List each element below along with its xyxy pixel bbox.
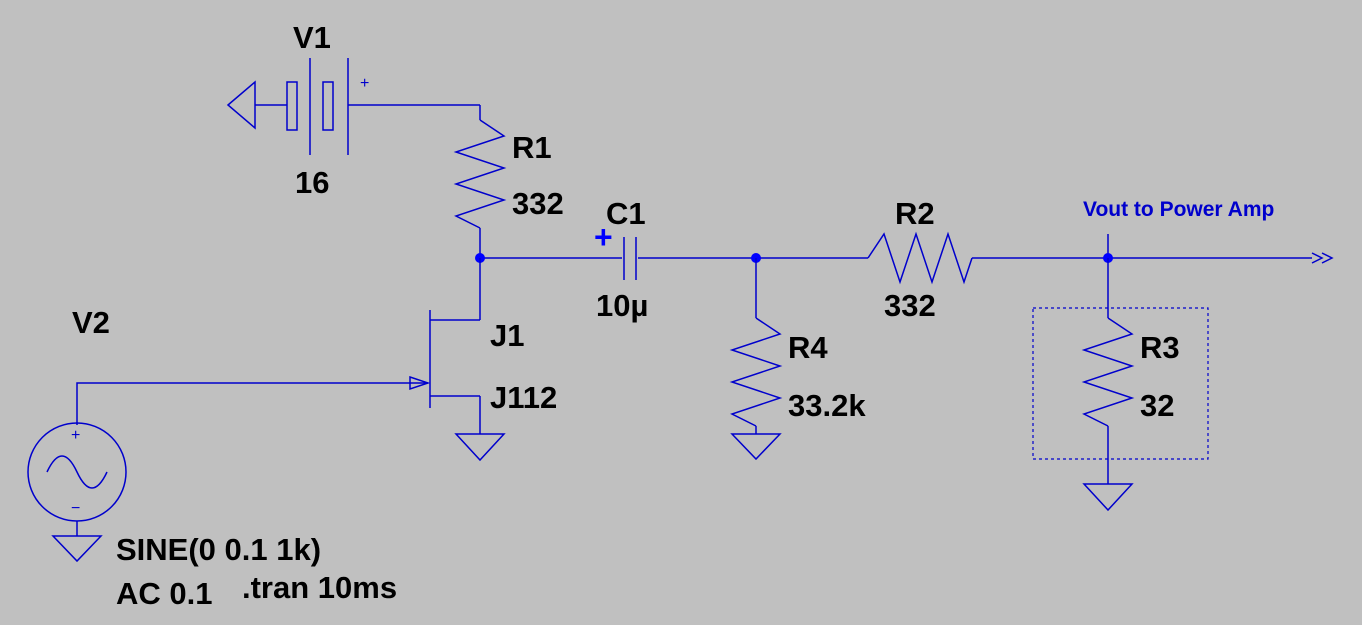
r4-resistor[interactable] <box>729 258 783 434</box>
r4-label: R4 <box>788 330 828 365</box>
v2-sine-wave-icon <box>46 455 108 489</box>
tran-directive[interactable]: .tran 10ms <box>242 570 397 605</box>
v1-ground-arrow-icon <box>226 80 256 130</box>
r3-selection-box <box>1032 307 1209 460</box>
r1-value: 332 <box>512 186 564 221</box>
c1-capacitor[interactable]: + <box>594 219 637 280</box>
r2-resistor[interactable] <box>867 231 973 285</box>
v1-plus-sign: + <box>360 75 369 92</box>
r2-label: R2 <box>895 196 935 231</box>
v1-battery[interactable]: + <box>226 58 369 155</box>
v2-value-line2: AC 0.1 <box>116 576 212 611</box>
r3-zigzag-icon <box>1081 317 1135 427</box>
r2-zigzag-icon <box>867 231 973 285</box>
r1-resistor[interactable] <box>453 105 507 258</box>
v1-value: 16 <box>295 165 329 200</box>
v1-label: V1 <box>293 20 331 55</box>
r3-resistor[interactable] <box>1081 258 1135 484</box>
r4-value: 33.2k <box>788 388 866 423</box>
j1-value: J112 <box>490 380 557 415</box>
r3-value: 32 <box>1140 388 1174 423</box>
vout-arrow-icon <box>1311 252 1334 264</box>
v2-plus-sign: + <box>71 427 80 444</box>
r1-zigzag-icon <box>453 119 507 229</box>
j1-jfet[interactable] <box>409 258 481 434</box>
r3-label: R3 <box>1140 330 1180 365</box>
r2-value: 332 <box>884 288 936 323</box>
wire-v2-to-gate <box>76 382 428 425</box>
v1-cell-short-right <box>322 81 334 131</box>
v2-label: V2 <box>72 305 110 340</box>
v2-sine-source[interactable]: + − <box>27 422 127 536</box>
v2-ground-icon <box>51 535 103 563</box>
j1-ground-icon <box>454 433 506 462</box>
r1-label: R1 <box>512 130 552 165</box>
r3-ground-icon <box>1082 483 1134 512</box>
c1-label: C1 <box>606 196 646 231</box>
r4-zigzag-icon <box>729 317 783 427</box>
vout-net-label[interactable]: Vout to Power Amp <box>1083 198 1274 221</box>
c1-plus-sign: + <box>594 219 613 255</box>
r4-ground-icon <box>730 433 782 461</box>
c1-value: 10µ <box>596 288 648 323</box>
v2-value-line1: SINE(0 0.1 1k) <box>116 532 321 567</box>
j1-label: J1 <box>490 318 524 353</box>
v1-cell-short-left <box>286 81 298 131</box>
v2-minus-sign: − <box>71 500 80 517</box>
